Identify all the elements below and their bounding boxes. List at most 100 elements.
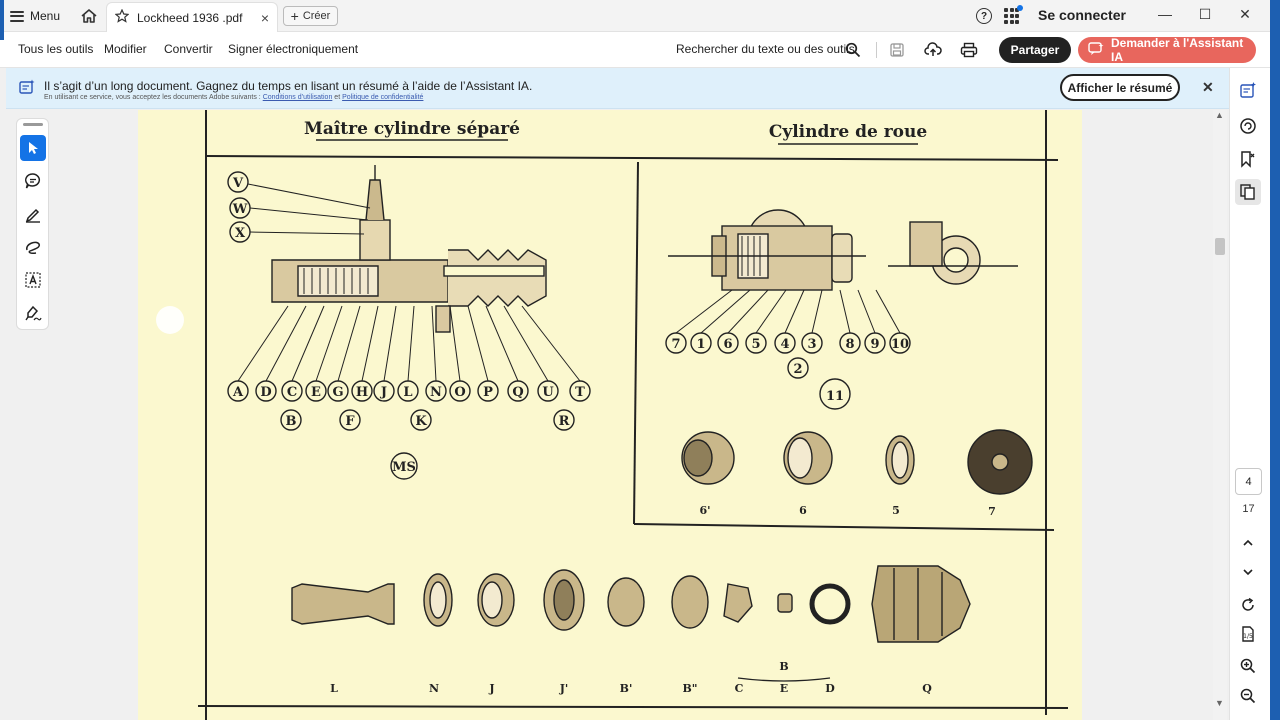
part-label-bottom-6: C	[735, 682, 744, 695]
rotate-icon[interactable]	[1237, 594, 1259, 616]
fine-prefix: En utilisant ce service, vous acceptez l…	[44, 94, 261, 101]
part-group-b-label: B	[779, 660, 788, 673]
ai-assistant-icon	[1088, 41, 1104, 59]
wheel-cylinder-parts	[681, 429, 1033, 495]
menu-button[interactable]: Menu	[10, 6, 60, 26]
callout-num-6-leader	[727, 289, 769, 334]
scroll-thumb[interactable]	[1215, 238, 1225, 255]
callout-num-4: 4	[780, 337, 789, 352]
rail-grip[interactable]	[23, 123, 43, 126]
privacy-link[interactable]: Politique de confidentialité	[342, 94, 424, 101]
sign-in-link[interactable]: Se connecter	[1038, 7, 1126, 23]
scroll-up-icon[interactable]: ▲	[1215, 110, 1224, 120]
callout-num-7-circle	[665, 332, 687, 354]
help-icon[interactable]: ?	[976, 8, 992, 24]
home-icon[interactable]	[78, 6, 100, 26]
edit-menu[interactable]: Modifier	[104, 42, 147, 56]
sign-pen-icon[interactable]	[20, 300, 46, 326]
document-tab[interactable]: Lockheed 1936 .pdf ×	[106, 2, 278, 32]
zoom-in-icon[interactable]	[1237, 655, 1259, 677]
text-box-icon[interactable]	[20, 267, 46, 293]
create-button[interactable]: + Créer	[283, 6, 338, 26]
sign-menu[interactable]: Signer électroniquement	[228, 42, 359, 56]
ai-summary-panel-icon[interactable]	[1237, 79, 1259, 101]
callout-a-leader	[237, 305, 289, 382]
draw-freeform-icon[interactable]	[20, 234, 46, 260]
print-icon[interactable]	[959, 40, 979, 60]
desktop-edge	[1270, 0, 1280, 720]
callout-num-8-circle	[839, 332, 861, 354]
ai-assistant-button[interactable]: Demander à l'Assistant IA	[1078, 36, 1256, 64]
create-label: Créer	[302, 10, 331, 22]
search-icon[interactable]	[843, 40, 863, 60]
callout-11: 11	[826, 389, 844, 404]
callout-o-circle	[449, 380, 471, 402]
callout-num-7-leader	[675, 289, 733, 334]
scroll-down-icon[interactable]: ▼	[1215, 698, 1224, 708]
callout-t-circle	[569, 380, 591, 402]
close-banner-icon[interactable]: ✕	[1202, 79, 1214, 95]
share-button[interactable]: Partager	[999, 37, 1071, 63]
close-window-icon[interactable]: ✕	[1239, 6, 1251, 22]
page-thumbnails-icon[interactable]	[1235, 179, 1261, 205]
save-icon[interactable]	[887, 40, 907, 60]
title-bar: Menu Lockheed 1936 .pdf × + Créer ? Se c…	[0, 0, 1280, 32]
cloud-upload-icon[interactable]	[923, 40, 943, 60]
callout-t: T	[575, 385, 585, 400]
part-label-bottom-8: D	[825, 682, 835, 695]
terms-link[interactable]: Conditions d’utilisation	[262, 94, 333, 101]
callout-j-circle	[373, 380, 395, 402]
wheel-cylinder-illustration	[668, 209, 1018, 291]
callout-row2-b-circle	[280, 409, 302, 431]
vertical-scrollbar[interactable]: ▲ ▼	[1213, 110, 1227, 720]
next-page-icon[interactable]	[1237, 561, 1259, 583]
maximize-icon[interactable]: ☐	[1198, 6, 1212, 22]
part-label-bottom-0: L	[330, 682, 338, 695]
close-tab-icon[interactable]: ×	[260, 9, 269, 26]
highlight-pen-icon[interactable]	[20, 201, 46, 227]
current-page-field[interactable]: 4	[1235, 468, 1262, 495]
callout-h: H	[356, 385, 368, 400]
callout-d-leader	[265, 305, 307, 382]
ai-assistant-label: Demander à l'Assistant IA	[1111, 36, 1244, 64]
callout-num-4-circle	[774, 332, 796, 354]
star-icon[interactable]	[114, 8, 130, 26]
part-label-7: 7	[988, 505, 996, 518]
callout-u-leader	[503, 305, 549, 382]
part-label-bottom-9: Q	[922, 682, 932, 695]
callout-g-circle	[327, 380, 349, 402]
callout-t-leader	[521, 305, 581, 382]
part-label-bottom-5: B"	[682, 682, 697, 695]
show-summary-button[interactable]: Afficher le résumé	[1060, 74, 1180, 101]
select-tool-icon[interactable]	[20, 135, 46, 161]
desktop-edge-left	[0, 0, 4, 40]
callout-num-10: 10	[891, 337, 909, 352]
convert-menu[interactable]: Convertir	[164, 42, 213, 56]
part-label-bottom-3: J'	[559, 682, 569, 695]
callout-num-5-circle	[745, 332, 767, 354]
wheel-cylinder-extra-callouts: 2 11	[787, 357, 851, 410]
ai-summary-icon	[19, 79, 35, 98]
pdf-page: Maître cylindre séparé Cylindre de roue …	[138, 110, 1082, 720]
previous-page-icon[interactable]	[1237, 532, 1259, 554]
bookmarks-icon[interactable]	[1237, 148, 1259, 170]
comment-tool-icon[interactable]	[20, 168, 46, 194]
callout-p: P	[483, 385, 493, 400]
callout-num-6: 6	[723, 337, 732, 352]
callout-2: 2	[793, 362, 802, 377]
minimize-icon[interactable]: —	[1158, 6, 1172, 22]
apps-grid-icon[interactable]	[1004, 5, 1023, 24]
zoom-out-icon[interactable]	[1237, 685, 1259, 707]
page-info-icon[interactable]: 1/5	[1237, 623, 1259, 645]
all-tools-menu[interactable]: Tous les outils	[18, 42, 94, 56]
search-label[interactable]: Rechercher du texte ou des outils	[676, 42, 855, 56]
comments-panel-icon[interactable]	[1237, 115, 1259, 137]
callout-c-leader	[291, 305, 325, 382]
callout-n: N	[430, 385, 442, 400]
callout-l-circle	[397, 380, 419, 402]
part-label-bottom-4: B'	[620, 682, 633, 695]
part-label-6-prime: 6'	[699, 504, 710, 517]
callout-h-circle	[351, 380, 373, 402]
